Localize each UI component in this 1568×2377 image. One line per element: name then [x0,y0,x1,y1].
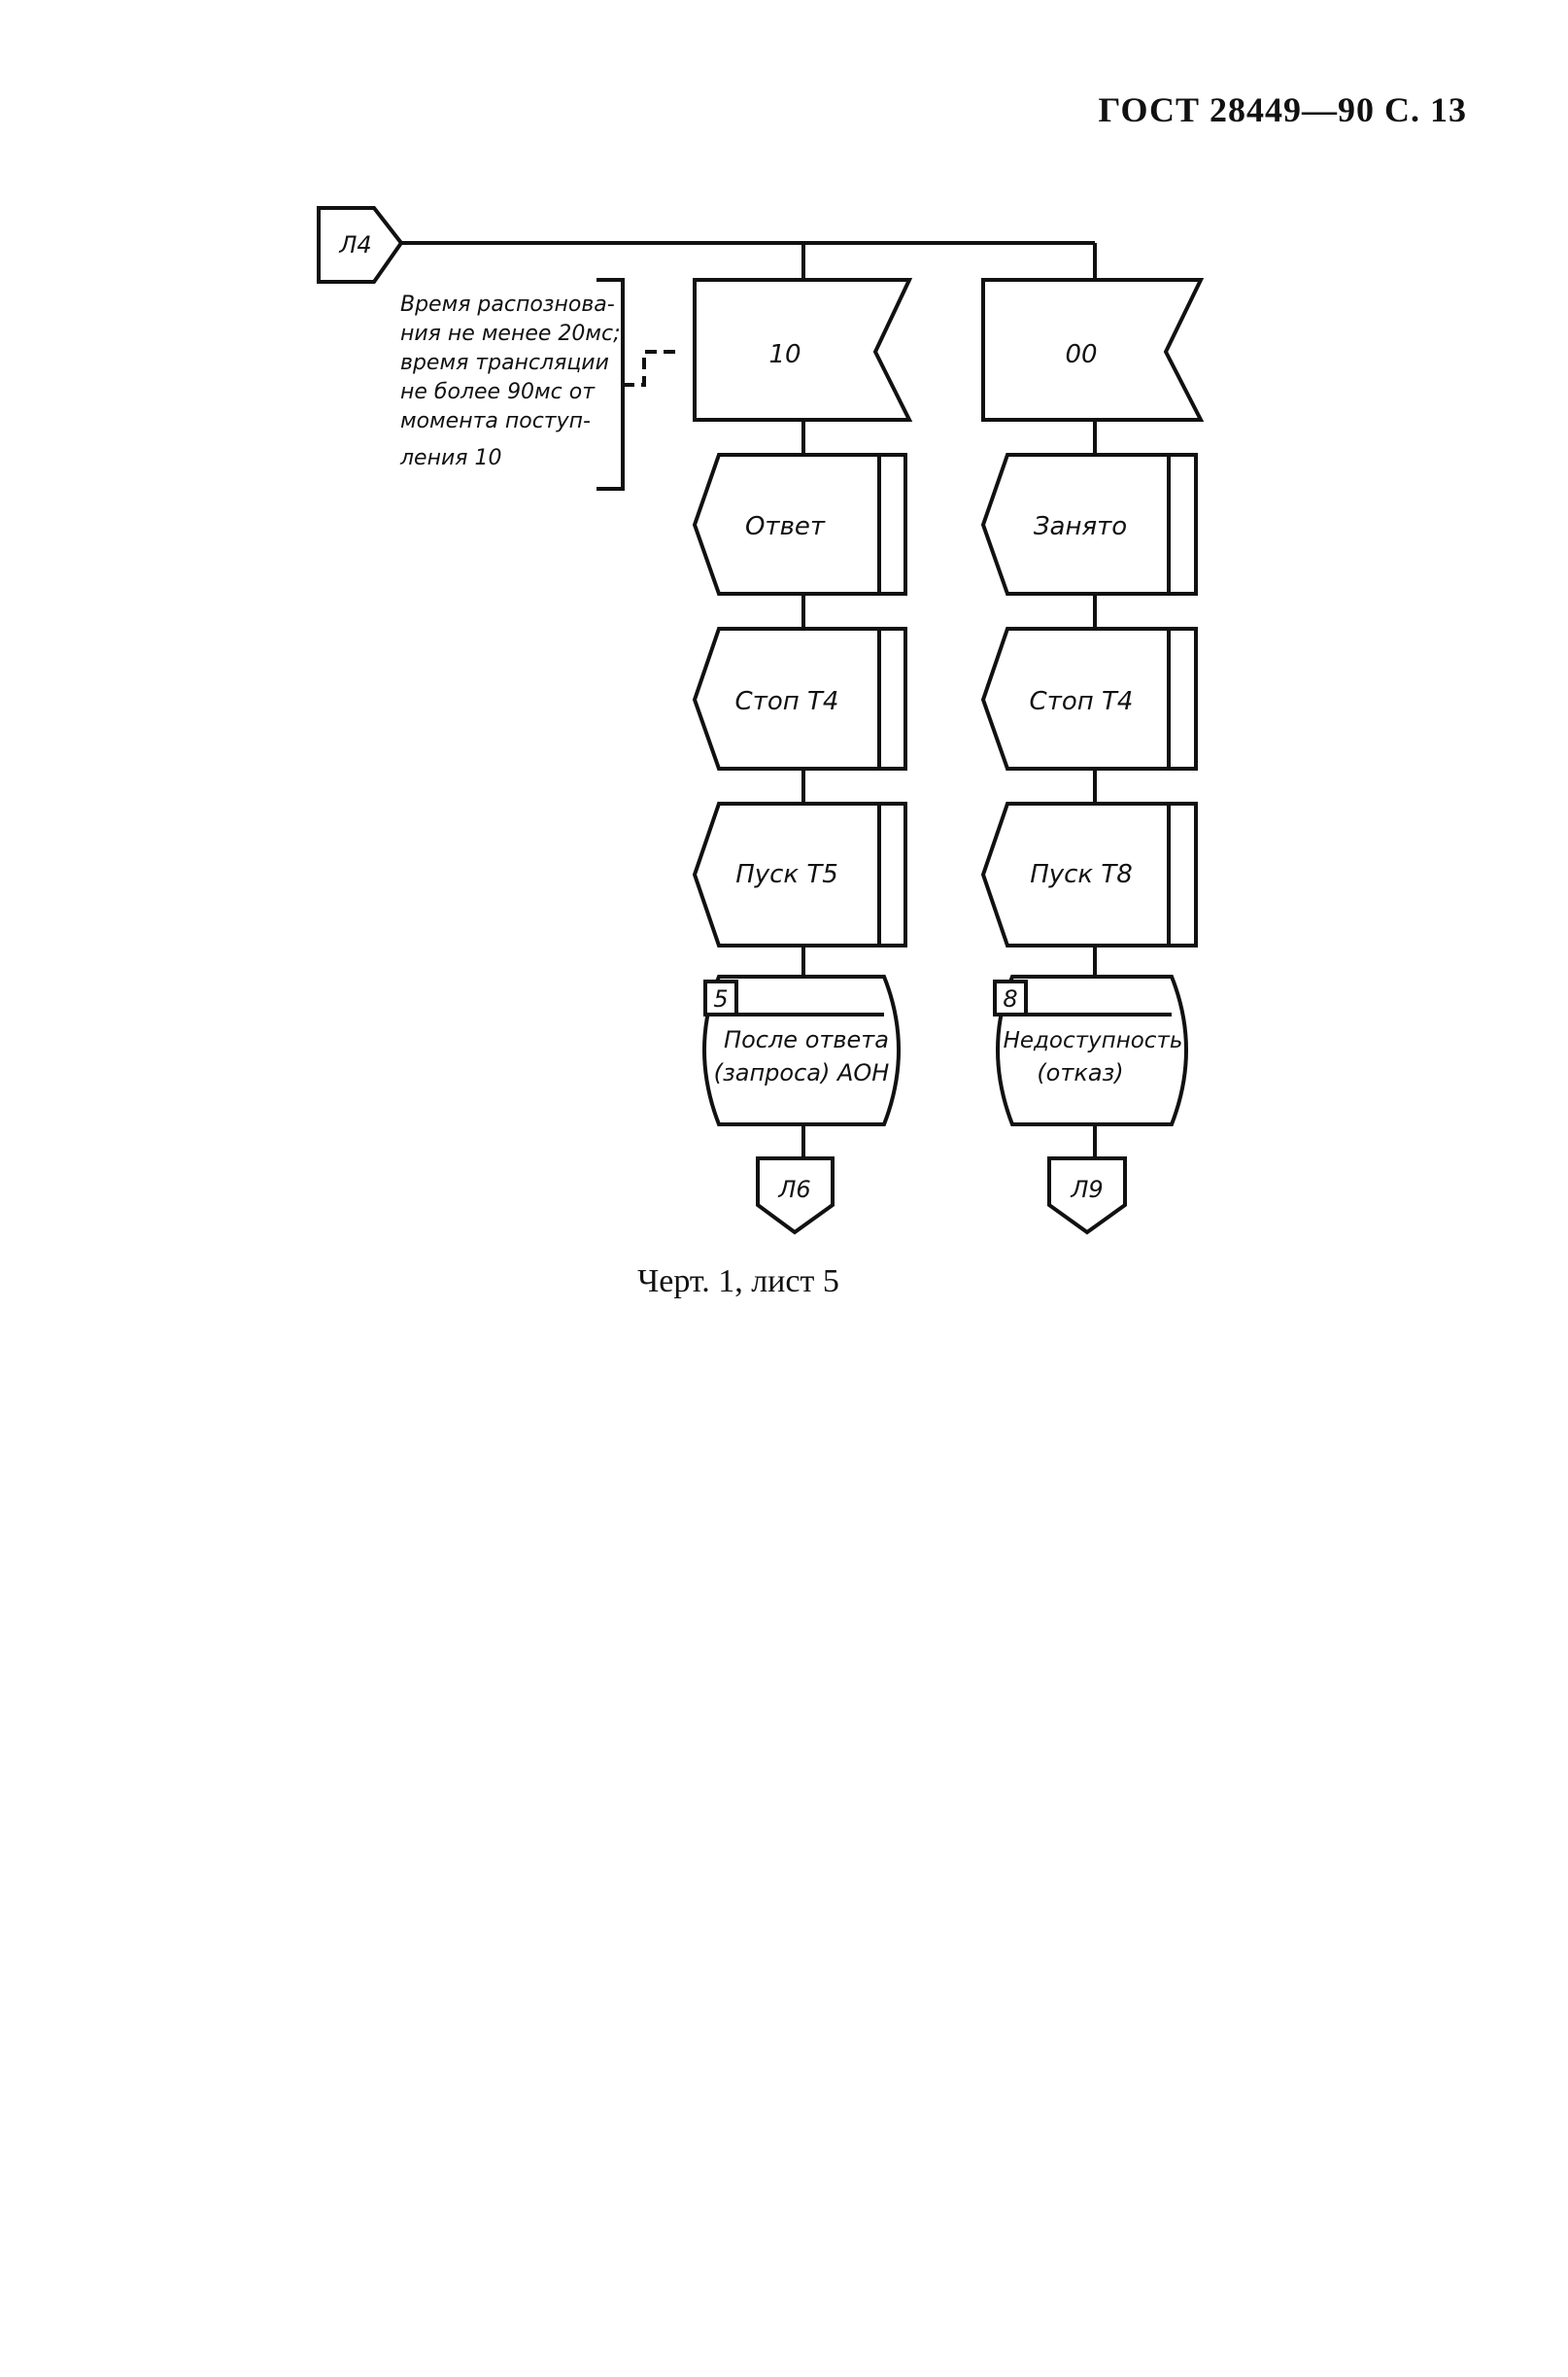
send-signal-start-t5 [692,802,907,947]
annotation-line-3: время трансляции [400,351,609,375]
state-8-number-box [993,980,1028,1016]
send-signal-busy-label: Занято [1034,512,1127,541]
state-8-line2: (отказ) [1037,1059,1123,1086]
receive-signal-00-label: 00 [1065,340,1097,369]
annotation-line-6: ления 10 [399,446,502,470]
send-signal-answer-label: Ответ [745,512,826,541]
send-signal-busy [980,453,1198,596]
state-8-line1: Недоступность [1004,1028,1183,1053]
state-5-number: 5 [713,985,728,1013]
timing-annotation: Время распознова- ния не менее 20мс; вре… [399,278,678,491]
annotation-line-5: момента поступ- [400,409,591,433]
entry-label: Л4 [338,231,371,258]
annotation-dashed-link [623,350,678,387]
branch-00: 00 Занято Стоп Т4 Пуск Т8 8 Недоступност… [980,278,1205,1235]
exit-connector-l6-label: Л6 [777,1176,810,1203]
state-5-line1: После ответа [724,1026,889,1053]
receive-signal-00 [981,278,1205,422]
state-5-line2: (запроса) АОН [714,1059,890,1086]
state-8-number: 8 [1003,985,1017,1013]
receive-signal-10 [693,278,913,422]
exit-connector-l6 [756,1156,835,1235]
annotation-line-4: не более 90мс от [400,380,596,404]
send-signal-stop-t4 [692,627,907,771]
branch-10: 10 Ответ Стоп Т4 Пуск Т5 5 После ответа … [692,278,913,1235]
page-header: ГОСТ 28449—90 С. 13 [1098,90,1467,129]
send-signal-answer [692,453,907,596]
send-signal-stop-t4-label: Стоп Т4 [735,687,839,716]
state-5-number-box [703,980,738,1016]
figure-caption: Черт. 1, лист 5 [637,1263,839,1299]
send-signal-stop-t4-right [980,627,1198,771]
annotation-line-1: Время распознова- [400,293,615,317]
annotation-line-2: ния не менее 20мс; [400,322,621,346]
exit-connector-l9 [1047,1156,1127,1235]
send-signal-start-t8-label: Пуск Т8 [1030,860,1133,889]
entry-connector-l4: Л4 [317,206,404,284]
send-signal-start-t8 [980,802,1198,947]
send-signal-start-t5-label: Пуск Т5 [735,860,838,889]
receive-signal-10-label: 10 [768,340,801,369]
send-signal-stop-t4-right-label: Стоп Т4 [1030,687,1134,716]
exit-connector-l9-label: Л9 [1070,1176,1103,1203]
